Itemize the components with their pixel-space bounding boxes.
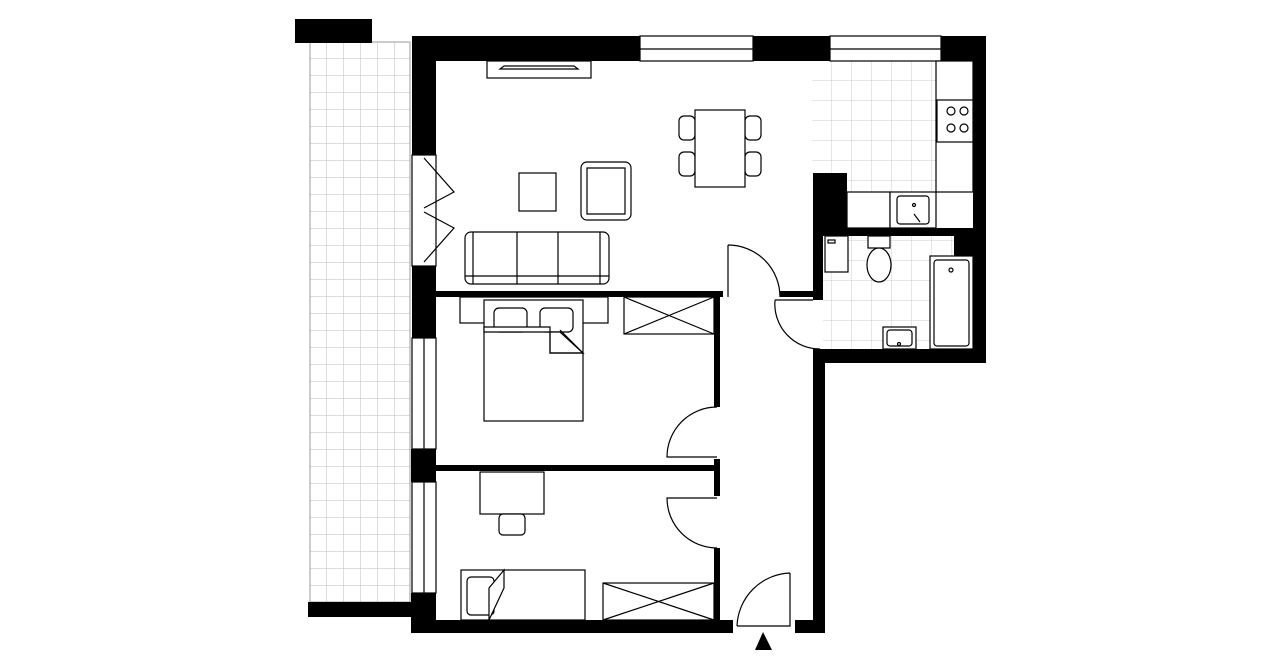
wall-bedroom2-east	[714, 548, 720, 620]
kitchen-floor	[812, 61, 936, 192]
wall-stub	[714, 459, 720, 496]
bathroom-sink-icon	[882, 326, 917, 350]
single-bed	[460, 568, 586, 621]
balcony	[295, 19, 412, 617]
washing-machine-icon	[824, 235, 849, 273]
tv-unit	[486, 60, 592, 79]
wall-left-bottom	[411, 593, 436, 633]
entrance-door[interactable]	[736, 572, 791, 627]
wall-bathroom-bottom	[813, 349, 986, 363]
wall-hall-right	[813, 349, 825, 633]
sofa	[464, 231, 610, 285]
toilet-icon	[866, 235, 892, 283]
double-bed	[483, 299, 585, 422]
wall-left-pier	[411, 449, 436, 482]
dining-table	[694, 109, 746, 188]
wall-kitchen-bath	[813, 228, 986, 236]
wall-bath-shaft	[954, 228, 986, 256]
wall-left-top	[412, 36, 436, 155]
windows	[411, 35, 942, 594]
second-bedroom-door[interactable]	[666, 497, 718, 549]
desk-chair	[498, 513, 526, 536]
wall-kitchen-column	[813, 173, 847, 236]
living-room-door[interactable]	[727, 244, 781, 298]
wall-right	[973, 36, 986, 363]
wall-bottom	[411, 620, 733, 633]
wall-bedroom-top	[436, 291, 723, 297]
kitchen-furniture	[846, 60, 974, 229]
kitchen-sink-icon	[889, 191, 937, 229]
bedroom-door[interactable]	[666, 406, 718, 458]
chair	[678, 115, 696, 141]
entrance-marker-icon	[755, 632, 772, 650]
doors	[666, 244, 821, 650]
chair	[678, 151, 696, 177]
stove-icon	[936, 99, 974, 143]
wall-hall-stub	[780, 291, 823, 297]
chair	[744, 151, 762, 177]
living-room-furniture	[464, 60, 762, 285]
wall-bedroom-east	[714, 297, 720, 407]
second-bedroom-furniture	[460, 471, 715, 621]
fridge	[846, 191, 891, 229]
coffee-table	[518, 172, 557, 212]
dining-set	[678, 109, 762, 188]
balcony-column	[295, 19, 372, 43]
wardrobe	[602, 582, 715, 621]
wall-bath-west	[813, 228, 823, 300]
chair	[744, 115, 762, 141]
wall-bedroom-partition	[436, 465, 720, 471]
bathtub-icon	[929, 255, 974, 350]
wall-top-mid	[753, 36, 830, 61]
desk	[479, 471, 545, 515]
bedroom-furniture	[459, 296, 715, 422]
walls	[411, 36, 986, 633]
balcony-slab-edge	[308, 602, 412, 617]
wardrobe	[623, 296, 715, 335]
balcony-door[interactable]	[411, 154, 455, 267]
wall-bottom-right	[795, 620, 825, 633]
wall-left-mid	[412, 266, 436, 338]
bathroom-door[interactable]	[774, 299, 821, 350]
armchair	[580, 161, 632, 221]
bathroom-furniture	[824, 235, 974, 350]
wall-top-left	[412, 36, 640, 61]
